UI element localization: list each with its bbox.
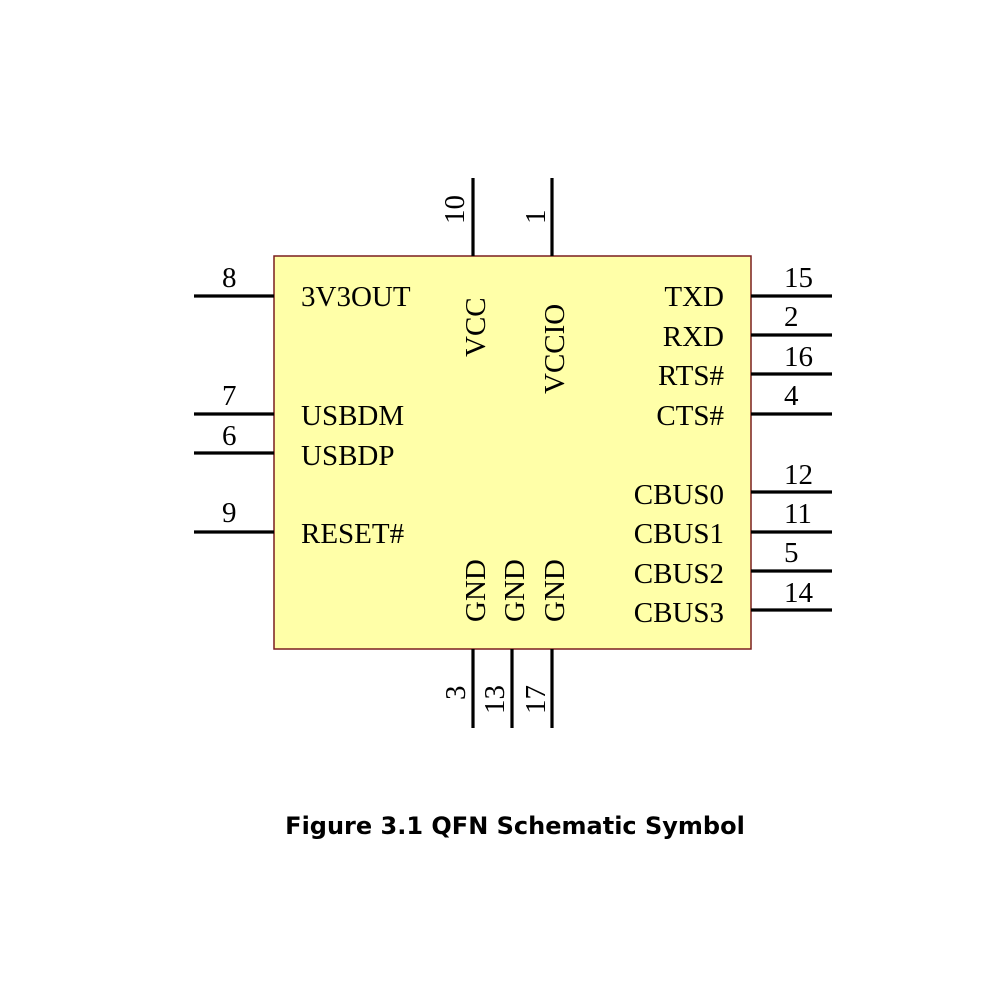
- pin-label-usbdm: USBDM: [301, 400, 404, 432]
- pin-label-cbus0: CBUS0: [634, 479, 724, 511]
- pin-number-gnd-3: 3: [440, 686, 472, 701]
- chip-body: [273, 255, 752, 650]
- pin-number-usbdp: 6: [222, 420, 237, 452]
- pin-label-vccio: VCCIO: [539, 304, 571, 394]
- pin-label-3v3out: 3V3OUT: [301, 281, 411, 313]
- pin-label-rts: RTS#: [658, 360, 724, 392]
- pin-number-usbdm: 7: [222, 380, 237, 412]
- pin-number-rts: 16: [784, 341, 813, 373]
- pin-number-vcc: 10: [439, 195, 471, 224]
- pin-label-vcc: VCC: [460, 297, 492, 357]
- pin-number-cbus1: 11: [784, 498, 812, 530]
- pin-label-txd: TXD: [664, 281, 724, 313]
- pin-number-txd: 15: [784, 262, 813, 294]
- pin-label-reset: RESET#: [301, 518, 404, 550]
- pin-label-cbus2: CBUS2: [634, 558, 724, 590]
- pin-number-gnd-17: 17: [520, 685, 552, 714]
- pin-number-cbus3: 14: [784, 577, 814, 609]
- pin-number-vccio: 1: [520, 210, 552, 225]
- pin-label-gnd-17: GND: [539, 559, 571, 622]
- pin-label-cbus3: CBUS3: [634, 597, 724, 629]
- pin-number-cbus0: 12: [784, 459, 813, 491]
- pin-label-cbus1: CBUS1: [634, 518, 724, 550]
- pin-label-cts: CTS#: [656, 400, 724, 432]
- pin-label-usbdp: USBDP: [301, 440, 395, 472]
- pin-number-cts: 4: [784, 380, 799, 412]
- pin-number-cbus2: 5: [784, 537, 799, 569]
- pin-number-rxd: 2: [784, 301, 799, 333]
- pin-number-gnd-13: 13: [479, 685, 511, 714]
- pin-number-3v3out: 8: [222, 262, 237, 294]
- pin-label-gnd-13: GND: [499, 559, 531, 622]
- figure-caption: Figure 3.1 QFN Schematic Symbol: [285, 812, 745, 840]
- pin-label-gnd-3: GND: [460, 559, 492, 622]
- pin-number-reset: 9: [222, 497, 237, 529]
- pin-label-rxd: RXD: [663, 321, 724, 353]
